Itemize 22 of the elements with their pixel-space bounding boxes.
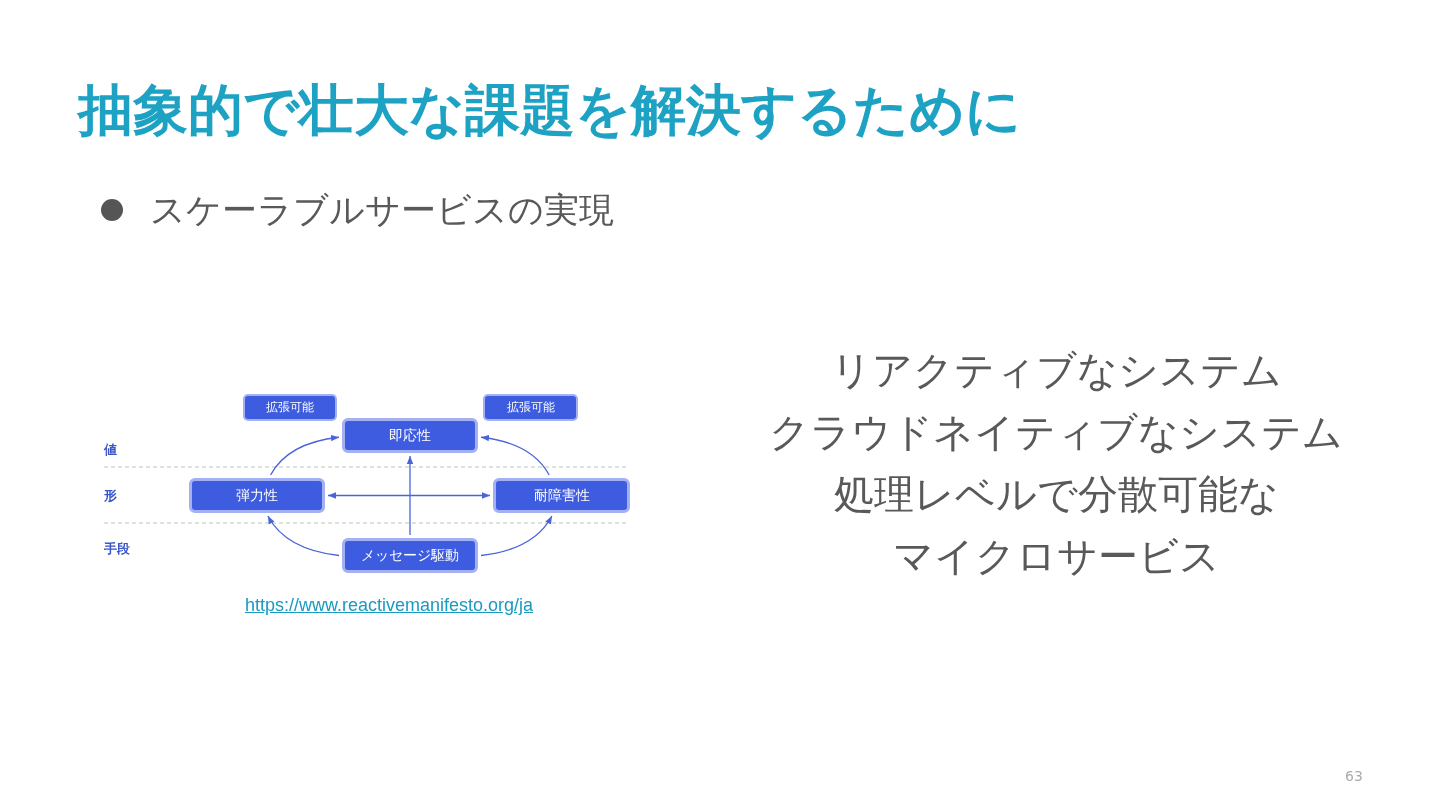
arrow [327, 492, 491, 499]
concept-box: 弾力性 [189, 478, 325, 513]
concept-box: 即応性 [342, 418, 478, 453]
row-label: 手段 [104, 541, 130, 557]
title: 抽象的で壮大な課題を解決するために [78, 77, 1021, 143]
row-label: 値 [104, 442, 117, 458]
tag-box: 拡張可能 [243, 394, 337, 421]
arrow [406, 455, 414, 536]
bullet-text: スケーラブルサービスの実現 [150, 189, 614, 231]
row-label: 形 [104, 488, 117, 504]
page-number: 63 [1345, 767, 1363, 785]
centered-text: リアクティブなシステム [830, 346, 1282, 394]
centered-text: 処理レベルで分散可能なマイクロサービス [832, 470, 1280, 581]
arrow [480, 435, 550, 476]
concept-box: 耐障害性 [493, 478, 630, 513]
arrow [269, 435, 340, 476]
arrow [267, 515, 340, 557]
tag-box: 拡張可能 [483, 394, 578, 421]
arrow [480, 515, 553, 557]
concept-box: メッセージ駆動 [342, 538, 478, 573]
centered-text: クラウドネイティブなシステム [769, 408, 1343, 456]
source-link: https://www.reactivemanifesto.org/ja [244, 595, 534, 617]
